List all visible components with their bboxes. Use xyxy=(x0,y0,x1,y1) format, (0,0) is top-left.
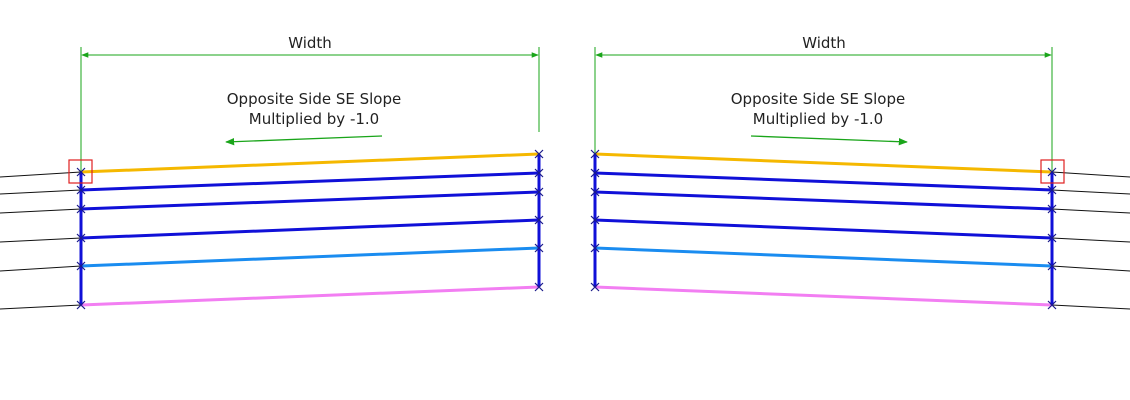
right-existing-line-5 xyxy=(1051,265,1130,272)
right-node-marker xyxy=(1047,167,1057,177)
left-node-marker xyxy=(534,168,544,178)
right-node-marker xyxy=(590,149,600,159)
left-existing-line-6 xyxy=(0,304,82,310)
left-existing-line-3 xyxy=(0,208,82,214)
left-layer-light-blue xyxy=(80,246,540,268)
left-note-line1: Opposite Side SE Slope xyxy=(227,90,401,108)
left-dim-label: Width xyxy=(288,34,332,52)
left-panel: Width Opposite Side SE Slope Multiplied … xyxy=(0,34,544,310)
left-width-dimension: Width xyxy=(80,34,540,172)
left-node-marker xyxy=(534,282,544,292)
left-node-marker xyxy=(534,243,544,253)
left-node-marker xyxy=(76,300,86,310)
left-existing-line-2 xyxy=(0,189,82,195)
right-dim-label: Width xyxy=(802,34,846,52)
right-layer-pink xyxy=(594,285,1053,307)
right-layer-blue-1 xyxy=(594,171,1053,192)
left-layer-pink xyxy=(80,285,540,307)
left-direction-arrow xyxy=(225,135,383,146)
left-node-markers xyxy=(76,149,544,310)
left-slope-note: Opposite Side SE Slope Multiplied by -1.… xyxy=(225,90,401,146)
right-node-marker xyxy=(590,215,600,225)
right-node-markers xyxy=(590,149,1057,310)
right-node-marker xyxy=(1047,233,1057,243)
right-node-marker xyxy=(1047,300,1057,310)
left-layer-blue-2 xyxy=(80,190,540,211)
right-existing-line-3 xyxy=(1051,208,1130,214)
right-note-line2: Multiplied by -1.0 xyxy=(753,110,883,128)
left-node-marker xyxy=(76,185,86,195)
left-note-line2: Multiplied by -1.0 xyxy=(249,110,379,128)
right-highlight-box xyxy=(1040,159,1065,184)
left-node-marker xyxy=(76,233,86,243)
right-slope-note: Opposite Side SE Slope Multiplied by -1.… xyxy=(731,90,908,146)
right-existing-line-1 xyxy=(1051,171,1130,178)
right-existing-line-6 xyxy=(1051,304,1130,310)
right-layer-light-blue xyxy=(594,246,1053,268)
left-existing-line-5 xyxy=(0,265,82,272)
right-node-marker xyxy=(1047,261,1057,271)
right-panel: Width Opposite Side SE Slope Multiplied … xyxy=(590,34,1130,310)
right-node-marker xyxy=(1047,204,1057,214)
left-existing-line-1 xyxy=(0,171,82,178)
left-layer-top-yellow xyxy=(80,152,540,174)
right-node-marker xyxy=(590,243,600,253)
right-layer-blue-3 xyxy=(594,218,1053,240)
right-node-marker xyxy=(590,168,600,178)
left-existing-line-4 xyxy=(0,237,82,243)
right-layer-top-yellow xyxy=(594,152,1053,174)
left-highlight-box xyxy=(68,159,93,184)
right-node-marker xyxy=(590,282,600,292)
right-note-line1: Opposite Side SE Slope xyxy=(731,90,905,108)
left-node-marker xyxy=(534,149,544,159)
left-existing-lines xyxy=(0,171,82,310)
right-node-marker xyxy=(1047,185,1057,195)
left-node-marker xyxy=(76,167,86,177)
left-node-marker xyxy=(76,261,86,271)
left-layer-blue-3 xyxy=(80,218,540,240)
left-node-marker xyxy=(76,204,86,214)
right-layer-blue-2 xyxy=(594,190,1053,211)
right-existing-line-4 xyxy=(1051,237,1130,243)
right-existing-line-2 xyxy=(1051,189,1130,195)
right-node-marker xyxy=(590,187,600,197)
left-layer-blue-1 xyxy=(80,171,540,192)
right-existing-lines xyxy=(1051,171,1130,310)
left-node-marker xyxy=(534,187,544,197)
left-node-marker xyxy=(534,215,544,225)
right-width-dimension: Width xyxy=(594,34,1053,172)
right-direction-arrow xyxy=(750,135,908,146)
